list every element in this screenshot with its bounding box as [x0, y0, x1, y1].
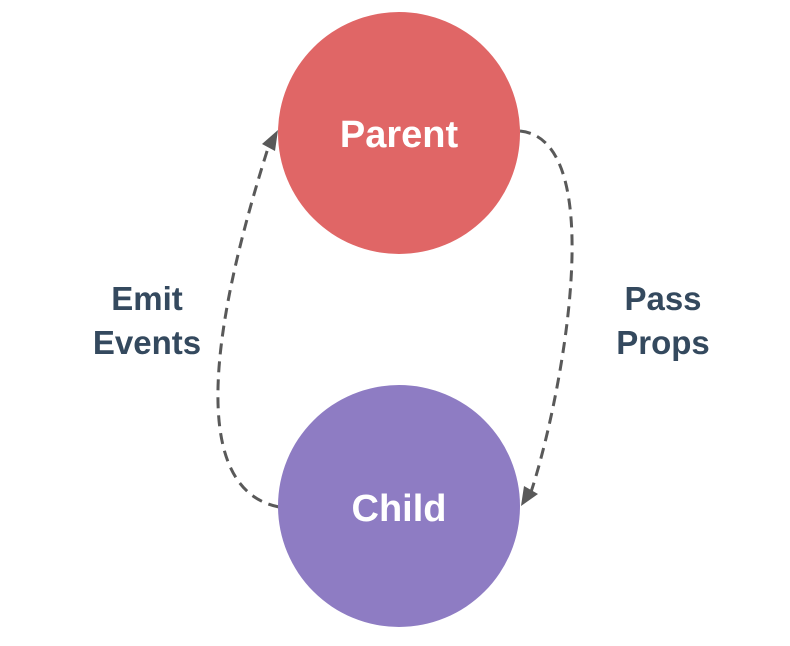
child-node: Child: [278, 385, 520, 627]
pass-props-arrow-line: [519, 129, 574, 493]
parent-label: Parent: [340, 114, 459, 156]
pass-props-label: Pass Props: [616, 280, 710, 361]
child-label: Child: [352, 488, 447, 530]
emit-events-label-line2: Events: [93, 324, 201, 361]
emit-events-arrow-line: [216, 147, 280, 509]
parent-circle: [278, 12, 520, 254]
pass-props-label-line1: Pass: [624, 280, 701, 317]
child-circle: [278, 385, 520, 627]
parent-node: Parent: [278, 12, 520, 254]
emit-events-label-line1: Emit: [111, 280, 183, 317]
pass-props-arrowhead: [521, 486, 538, 506]
emit-events-arrowhead: [262, 130, 278, 151]
emit-events-label: Emit Events: [93, 280, 201, 361]
pass-props-label-line2: Props: [616, 324, 710, 361]
